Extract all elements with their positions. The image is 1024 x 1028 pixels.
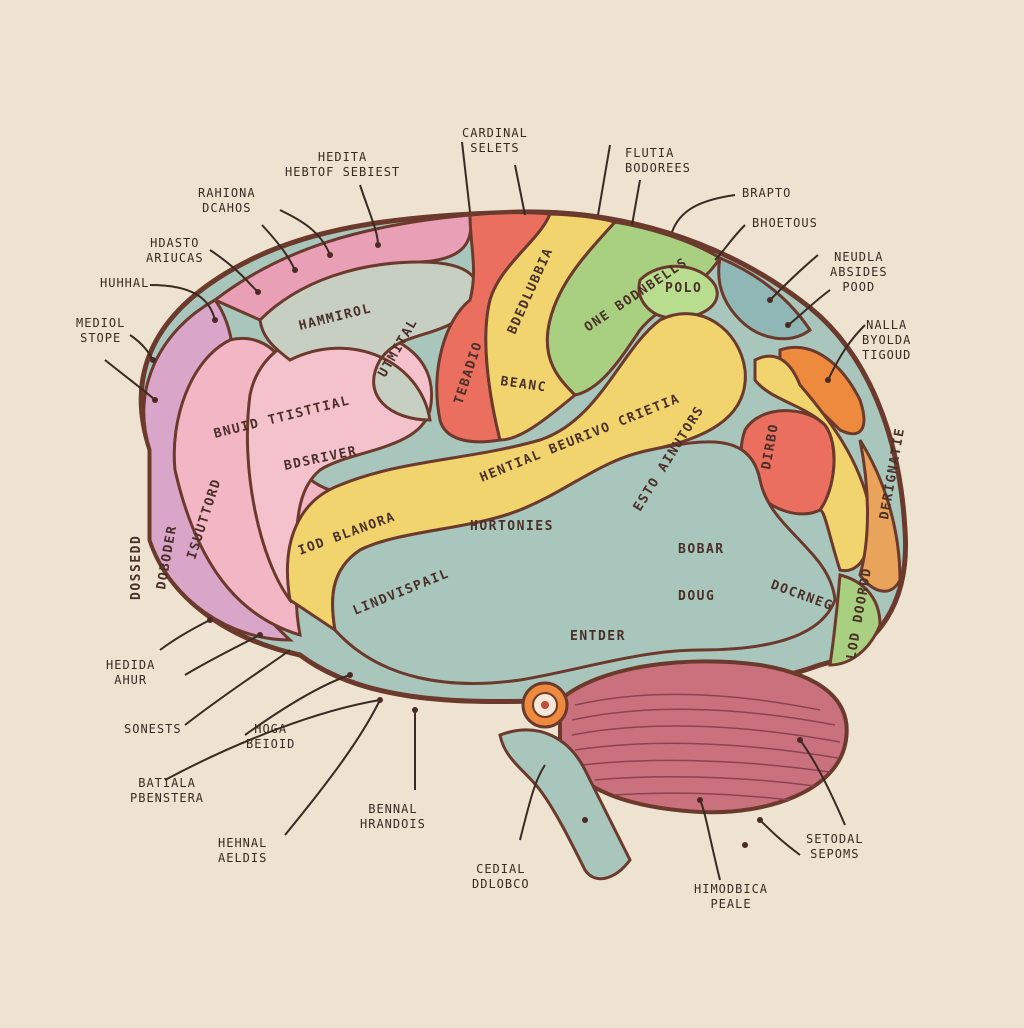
callout-label: HDASTO ARIUCAS — [146, 236, 204, 265]
region-label: POLO — [665, 281, 702, 296]
region-label: BOBAR — [678, 542, 725, 557]
region-label: DOUG — [678, 589, 715, 604]
callout-label: MEDIOL STOPE — [76, 316, 126, 345]
callout-dots — [150, 242, 831, 848]
region-label: HORTONIES — [470, 519, 554, 534]
callout-label: BRAPTO — [742, 186, 792, 200]
cerebellum — [558, 659, 849, 815]
region-small-green — [637, 264, 719, 320]
callout-label: SONESTS — [124, 722, 182, 736]
region-temporal — [331, 440, 837, 685]
cerebellum-folds — [571, 693, 841, 801]
callout-label: CARDINAL SELETS — [462, 126, 528, 155]
brainstem — [498, 728, 632, 881]
region-yellow-right — [753, 354, 873, 573]
callout-label: NEUDLA ABSIDES POOD — [830, 250, 888, 294]
callout-label: BATIALA PBENSTERA — [130, 776, 205, 805]
callout-label: HEDITA HEBTOF SEBIEST — [285, 150, 401, 179]
callout-label: HIMODBICA PEALE — [694, 882, 769, 911]
region-label: BEANC — [499, 374, 547, 395]
callout-label: HOGA BEIOID — [246, 722, 296, 751]
callout-label: NALLA BYOLDA TIGOUD — [862, 318, 912, 362]
callout-label: SETODAL SEPOMS — [806, 832, 864, 861]
callout-label: BENNAL HRANDOIS — [360, 802, 426, 831]
callout-label: FLUTIA BODOREES — [625, 146, 691, 175]
region-gray-top — [258, 260, 480, 422]
callout-label: HUHHAL — [100, 276, 150, 290]
callout-lines — [104, 141, 866, 881]
callout-label: RAHIONA DCAHOS — [198, 186, 256, 215]
callout-label: BHOETOUS — [752, 216, 818, 230]
region-label: ENTDER — [570, 629, 626, 644]
callout-label: CEDIAL DDLOBCO — [472, 862, 530, 891]
region-orange-edge — [858, 439, 902, 593]
region-green-right — [828, 573, 882, 667]
callout-label: HEDIDA AHUR — [106, 658, 156, 687]
region-blue-top-right — [717, 255, 813, 341]
callout-label: HEHNAL AELDIS — [218, 836, 268, 865]
region-label: DOSSEDD — [129, 535, 144, 600]
